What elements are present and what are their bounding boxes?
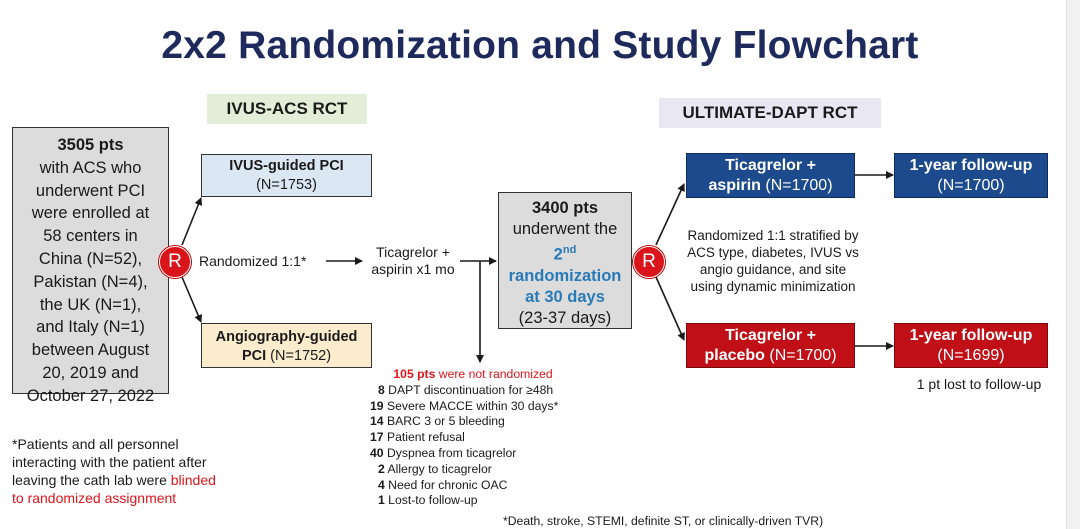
followup-bottom-title: 1-year follow-up [909,327,1033,344]
enrollment-count: 3505 pts [57,136,124,154]
second-randomization-box: 3400 pts underwent the 2nd randomization… [498,192,632,329]
angio-guided-title2: PCI [241,348,267,364]
lost-followup-note: 1 pt lost to follow-up [916,376,1042,392]
reason-text: Dyspnea from ticagrelor [383,445,517,460]
ordinal-number: 2 [553,245,563,264]
enrollment-line: Pakistan (N=4), [33,272,148,291]
randomization-r2-icon: R [633,246,665,278]
ticagrelor-line1: Ticagrelor + [376,244,450,260]
footnote-line: *Patients and all personnel [12,436,179,452]
enrollment-line: 20, 2019 and [42,363,139,382]
second-ordinal: 2nd [499,240,631,266]
arrow-to-tica-placebo [655,276,685,341]
reason-text: Severe MACCE within 30 days* [383,398,559,413]
not-randomized-count: 105 pts [393,367,436,381]
reason-text: DAPT discontinuation for ≥48h [384,382,554,397]
followup-top-n: (N=1700) [937,177,1005,194]
stratification-text: Randomized 1:1 stratified by ACS type, d… [662,227,884,295]
reason-count: 8 [378,382,385,397]
enrollment-line: underwent PCI [35,181,146,200]
arrow-to-ivus [181,197,203,246]
reason-count: 19 [370,398,384,413]
tica-placebo-bold: placebo [704,347,765,364]
ticagrelor-aspirin-1mo: Ticagrelor + aspirin x1 mo [364,244,462,278]
reason-text: Need for chronic OAC [384,477,508,492]
strat-line: ACS type, diabetes, IVUS vs [687,245,859,260]
arrow-to-tica-aspirin [655,183,685,246]
randomization-r-icon: R [159,246,191,278]
enrollment-line: between August [31,341,150,360]
reason-text: Patient refusal [383,430,465,445]
tica-aspirin-bold: aspirin [708,177,761,194]
randomized-label: Randomized 1:1* [199,253,307,269]
ticagrelor-line2: aspirin x1 mo [371,261,455,277]
footnote-line: leaving the cath lab were [12,472,171,488]
followup-bottom-box: 1-year follow-up (N=1699) [894,323,1048,368]
page-title: 2x2 Randomization and Study Flowchart [161,24,919,67]
enrollment-box: 3505 pts with ACS who underwent PCI were… [12,127,169,405]
angio-guided-n: (N=1752) [270,348,332,364]
enrollment-line: China (N=52), [38,249,143,268]
reason-count: 1 [378,493,385,508]
reason-text: Allergy to ticagrelor [384,461,492,476]
tica-aspirin-n: (N=1700) [760,177,833,194]
reason-count: 17 [370,430,384,445]
reason-text: Lost-to follow-up [384,493,478,508]
ticagrelor-aspirin-box: Ticagrelor + aspirin (N=1700) [686,153,855,198]
window-edge [1066,0,1080,529]
followup-bottom-n: (N=1699) [937,347,1005,364]
angio-guided-title: Angiography-guided [215,329,358,345]
ivus-guided-n: (N=1753) [256,177,317,193]
strat-line: using dynamic minimization [690,279,856,294]
second-line4: (23-37 days) [518,308,612,327]
enrollment-line: the UK (N=1), [39,295,142,314]
enrollment-line: 58 centers in [43,227,138,246]
tica-aspirin-line1: Ticagrelor + [725,157,816,174]
followup-top-box: 1-year follow-up (N=1700) [894,153,1048,198]
reason-count: 14 [370,414,384,429]
second-line2: randomization [508,266,622,285]
enrollment-line: and Italy (N=1) [36,318,145,337]
footnote-blinded: blinded [170,472,216,488]
footnote-blinded-line: to randomized assignment [12,490,177,506]
strat-line: Randomized 1:1 stratified by [687,228,859,243]
tica-placebo-n: (N=1700) [764,347,837,364]
enrollment-line: October 27, 2022 [26,386,155,405]
enrollment-line: were enrolled at [31,204,150,223]
ivus-acs-tag: IVUS-ACS RCT [207,94,367,124]
second-count: 3400 pts [531,199,599,217]
followup-top-title: 1-year follow-up [909,157,1033,174]
ivus-guided-title: IVUS-guided PCI [229,158,344,174]
ultimate-dapt-tag: ULTIMATE-DAPT RCT [659,98,881,128]
ivus-guided-box: IVUS-guided PCI (N=1753) [201,154,372,197]
not-randomized-list: 105 pts were not randomized 8 DAPT disco… [368,367,608,509]
blinding-footnote: *Patients and all personnel interacting … [12,435,312,507]
strat-line: angio guidance, and site [699,262,847,277]
not-randomized-label: were not randomized [435,367,553,381]
ordinal-suffix: nd [562,244,577,256]
reason-count: 40 [370,445,384,460]
angio-guided-box: Angiography-guided PCI (N=1752) [201,323,372,368]
second-line1: underwent the [512,220,618,238]
reason-text: BARC 3 or 5 bleeding [383,414,505,429]
second-line3: at 30 days [525,287,605,306]
reason-count: 2 [378,461,385,476]
reason-count: 4 [378,477,385,492]
enrollment-line: with ACS who [39,158,142,177]
footnote-line: interacting with the patient after [12,454,207,470]
ticagrelor-placebo-box: Ticagrelor + placebo (N=1700) [686,323,855,368]
arrow-to-angio [181,276,202,323]
macce-footnote: *Death, stroke, STEMI, definite ST, or c… [503,514,824,528]
tica-placebo-line1: Ticagrelor + [725,327,816,344]
